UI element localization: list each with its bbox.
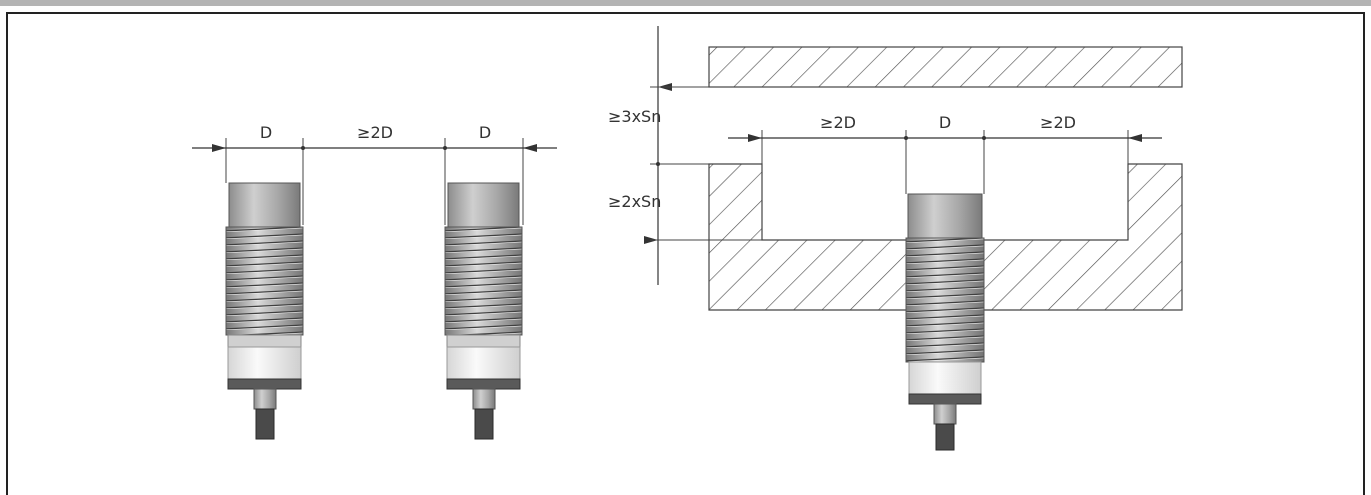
label-d-right: D	[479, 123, 491, 142]
dim-dot	[904, 136, 908, 140]
left-figure: D ≥2D D	[192, 123, 557, 440]
sensor-right	[444, 182, 523, 440]
sensor-thread	[905, 237, 985, 363]
label-recess-depth: ≥2xSn	[608, 192, 661, 211]
sensor-base	[227, 378, 302, 390]
sensor-cable	[935, 423, 955, 451]
dim-dot	[656, 162, 660, 166]
sensor-left	[225, 182, 304, 440]
dim-dot	[301, 146, 305, 150]
sensor-cap	[907, 193, 983, 239]
sensor-collar	[446, 334, 521, 348]
label-d-left: D	[260, 123, 272, 142]
dim-dot	[443, 146, 447, 150]
dim-dot	[982, 136, 986, 140]
sensor-base	[446, 378, 521, 390]
sensor-cap	[228, 182, 301, 228]
sensor-cable	[474, 408, 494, 440]
sensor-band	[227, 346, 302, 380]
label-left-gap: ≥2D	[820, 113, 856, 132]
top-gray-bar	[0, 0, 1371, 6]
top-hatched-plate	[708, 46, 1183, 88]
sensor-nut	[933, 403, 957, 425]
sensor-embedded	[905, 193, 985, 451]
sensor-nut	[253, 388, 277, 410]
sensor-band	[908, 361, 982, 395]
label-gap-2d: ≥2D	[357, 123, 393, 142]
sensor-nut	[472, 388, 496, 410]
sensor-thread	[225, 226, 304, 336]
label-d: D	[939, 113, 951, 132]
right-figure: ≥3xSn ≥2xSn ≥2D D ≥2D	[608, 26, 1183, 451]
sensor-collar	[227, 334, 302, 348]
label-top-clearance: ≥3xSn	[608, 107, 661, 126]
sensor-base	[908, 393, 982, 405]
sensor-cable	[255, 408, 275, 440]
sensor-thread	[444, 226, 523, 336]
label-right-gap: ≥2D	[1040, 113, 1076, 132]
sensor-band	[446, 346, 521, 380]
sensor-cap	[447, 182, 520, 228]
